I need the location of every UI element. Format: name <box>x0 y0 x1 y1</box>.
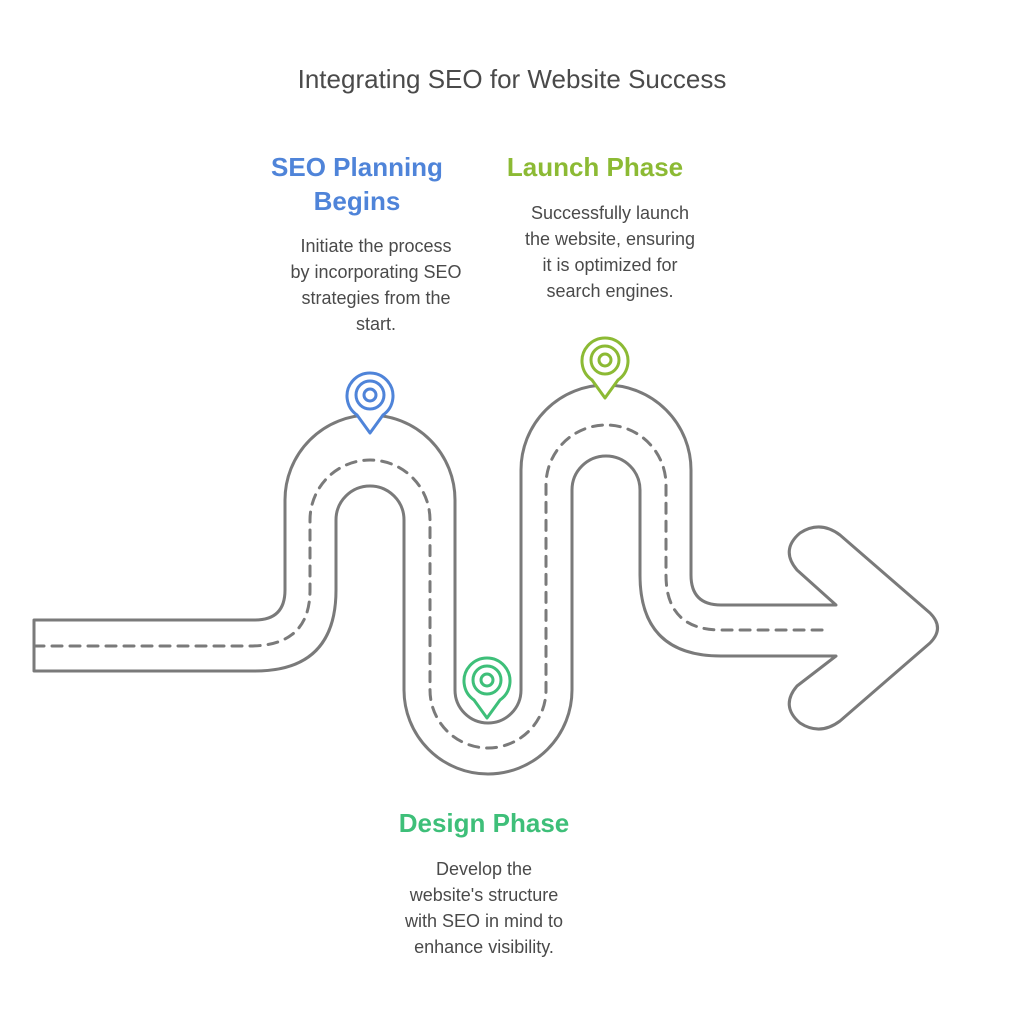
stage-description-design: Develop the website's structure with SEO… <box>404 859 564 957</box>
stage-heading-launch: Launch Phase <box>506 152 684 182</box>
road-outer-edge <box>32 383 939 776</box>
road <box>32 383 939 776</box>
stage-heading-planning: SEO Planning Begins <box>271 152 443 216</box>
stage-description-planning: Initiate the process by incorporating SE… <box>290 236 462 334</box>
road-center-line <box>32 423 832 750</box>
location-pin-icon <box>462 656 512 720</box>
diagram-title: Integrating SEO for Website Success <box>297 64 727 94</box>
stage-heading-design: Design Phase <box>398 808 570 838</box>
stage-description-launch: Successfully launch the website, ensurin… <box>524 203 696 301</box>
location-pin-icon <box>580 336 630 400</box>
location-pin-icon <box>345 371 395 435</box>
